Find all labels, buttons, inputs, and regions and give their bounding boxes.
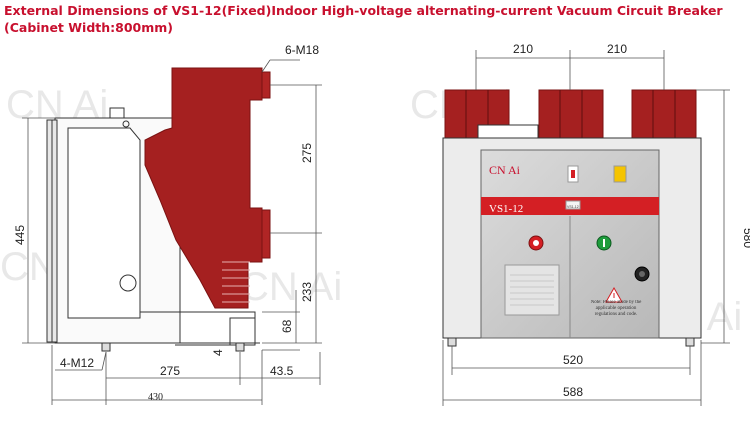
dim-pole-pitch-right: 210 — [607, 42, 627, 56]
side-inner-plate — [67, 127, 141, 319]
front-close-button-mark — [603, 239, 605, 247]
dim-depth-offset: 43.5 — [270, 364, 294, 378]
front-spring-indicator — [613, 165, 627, 183]
front-nameplate-lines — [510, 274, 554, 306]
diagram-title: External Dimensions of VS1-12(Fixed)Indo… — [4, 2, 744, 36]
dim-front-height: 580 — [741, 228, 750, 248]
dim-total-height: 445 — [13, 225, 27, 245]
dim-depth-inner: 275 — [160, 364, 180, 378]
dim-lower-height: 233 — [300, 282, 314, 302]
dim-front-width-inner: 520 — [563, 353, 583, 367]
front-charge-socket-center — [639, 271, 645, 277]
side-bolt-hole — [122, 120, 130, 128]
dim-base-height: 68 — [280, 319, 294, 333]
front-poles — [444, 89, 697, 139]
front-brand-label: CN Ai — [489, 163, 521, 177]
side-round-hole — [119, 274, 137, 292]
front-warning-text-box: Note: Please abide by the applicable ope… — [590, 300, 642, 317]
side-upper-terminal — [261, 71, 271, 99]
front-open-indicator-mark — [571, 170, 575, 178]
dim-pole-pitch-left: 210 — [513, 42, 533, 56]
side-red-insulator — [144, 67, 263, 309]
title-line-2: (Cabinet Width:800mm) — [4, 20, 174, 35]
dim-base-plate: 4 — [211, 349, 225, 356]
front-nameplate — [504, 264, 560, 316]
watermark-2: CN Ai — [240, 265, 342, 309]
dim-depth-total: 430 — [148, 392, 163, 403]
dim-terminal-spacing: 275 — [300, 143, 314, 163]
front-model-label: VS1-12 — [489, 203, 523, 215]
front-warning-text: Note: Please abide by the applicable ope… — [590, 300, 642, 317]
side-view — [22, 59, 322, 405]
dim-mount-bolts: 4-M12 — [60, 356, 94, 370]
front-small-nameplate-text: VS1-12 — [567, 205, 579, 209]
side-top-notch — [109, 107, 125, 119]
front-foot-right — [685, 337, 695, 347]
side-base-foot — [229, 317, 256, 346]
side-dimension-lines — [22, 59, 322, 405]
dim-front-width-total: 588 — [563, 385, 583, 399]
side-insulator-ribs — [222, 261, 250, 303]
front-foot-left — [447, 337, 457, 347]
front-trip-button-center — [533, 240, 539, 246]
front-dimension-lines — [442, 50, 730, 406]
title-line-1: External Dimensions of VS1-12(Fixed)Indo… — [4, 3, 723, 18]
front-small-nameplate — [565, 200, 581, 210]
front-view — [442, 50, 730, 406]
side-foot-left — [101, 342, 111, 352]
dim-terminal-bolts: 6-M18 — [285, 43, 319, 57]
side-lower-terminal — [261, 209, 271, 259]
side-foot-right — [235, 342, 245, 352]
front-top-bar — [477, 124, 539, 139]
